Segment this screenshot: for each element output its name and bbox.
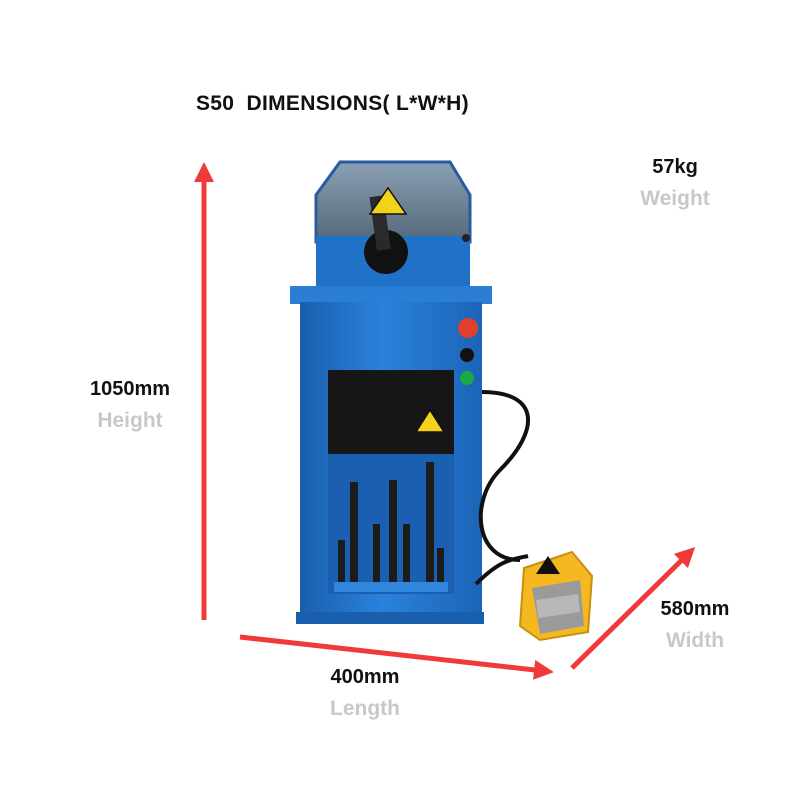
page-title: S50 DIMENSIONS( L*W*H) — [196, 92, 469, 115]
width-dimension: 580mm Width — [640, 598, 750, 653]
foot-pedal — [518, 550, 594, 642]
weight-label: Weight — [640, 187, 710, 210]
length-value: 400mm — [330, 666, 400, 688]
width-label: Width — [665, 629, 725, 652]
width-value: 580mm — [660, 598, 730, 620]
height-value: 1050mm — [89, 378, 171, 400]
weight-dimension: 57kg Weight — [620, 156, 730, 211]
height-dimension: 1050mm Height — [70, 378, 190, 433]
height-label: Height — [97, 409, 163, 432]
cutting-head — [314, 160, 472, 288]
width-arrow — [570, 546, 696, 670]
length-dimension: 400mm Length — [305, 666, 425, 721]
length-label: Length — [330, 697, 400, 720]
machine-cabinet — [290, 286, 531, 624]
weight-value: 57kg — [652, 156, 698, 178]
length-arrow — [239, 634, 554, 680]
